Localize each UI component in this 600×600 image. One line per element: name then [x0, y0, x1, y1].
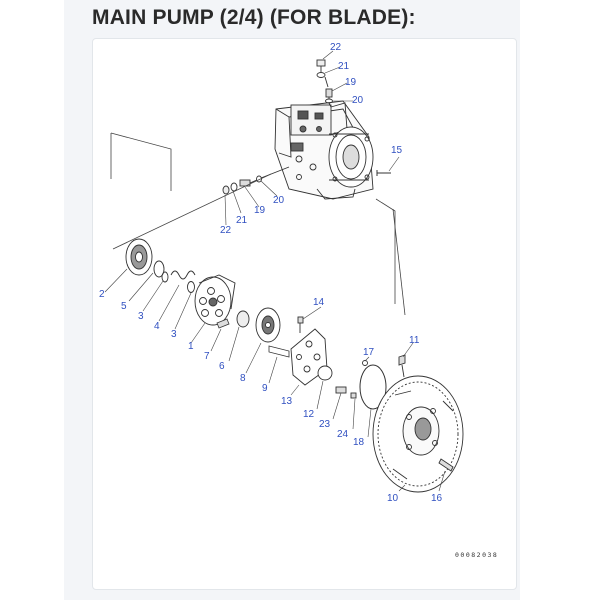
spring-assembly: [161, 270, 196, 293]
exploded-parts-diagram: 22 21 19 20 15 20 19 21 22 2 5 3 4 3 1 7…: [99, 42, 498, 559]
bushing: [236, 310, 250, 328]
callout-22-top: 22: [330, 42, 342, 53]
coupling-plate: [372, 375, 464, 493]
callout-24: 24: [337, 429, 349, 440]
pin-part: [376, 170, 391, 176]
callout-21-top: 21: [338, 61, 350, 72]
cover-bolt: [297, 316, 304, 333]
swash-ring: [125, 238, 153, 276]
callout-3-first: 3: [138, 311, 144, 322]
callout-13: 13: [281, 396, 293, 407]
large-o-ring: [359, 364, 387, 410]
callout-1: 1: [188, 341, 194, 352]
flange-bolt: [398, 354, 406, 378]
top-fitting-stack: [316, 59, 333, 108]
callout-3-second: 3: [171, 329, 177, 340]
drawing-code: 00082038: [455, 551, 498, 559]
callout-19-top: 19: [345, 77, 357, 88]
callout-5: 5: [121, 301, 127, 312]
pump-housing: [274, 100, 374, 200]
callout-18: 18: [353, 437, 365, 448]
leader-lines: [104, 50, 446, 492]
key-part: [216, 318, 230, 329]
callout-6: 6: [219, 361, 225, 372]
callout-7: 7: [204, 351, 210, 362]
valve-pin: [268, 345, 290, 358]
small-plug: [362, 360, 368, 366]
diagram-card: 22 21 19 20 15 20 19 21 22 2 5 3 4 3 1 7…: [92, 38, 517, 590]
page-title: MAIN PUMP (2/4) (FOR BLADE):: [92, 6, 416, 29]
callout-16: 16: [431, 493, 443, 504]
callout-23: 23: [319, 419, 331, 430]
sensor-part: [438, 458, 454, 472]
callout-22-left: 22: [220, 225, 232, 236]
plug-assembly: [335, 386, 357, 399]
valve-plate: [255, 307, 281, 343]
callout-2: 2: [99, 289, 105, 300]
callout-9: 9: [262, 383, 268, 394]
assembly-guide-lines: [110, 132, 406, 316]
callout-14: 14: [313, 297, 325, 308]
callout-19-left: 19: [254, 205, 266, 216]
callout-15: 15: [391, 145, 403, 156]
callout-4: 4: [154, 321, 160, 332]
callout-20-left: 20: [273, 195, 285, 206]
callout-8: 8: [240, 373, 246, 384]
check-ball: [317, 365, 333, 381]
callout-20-top: 20: [352, 95, 364, 106]
cylinder-block: [194, 274, 236, 326]
callout-11: 11: [409, 335, 420, 346]
snap-ring: [153, 260, 165, 278]
callout-17: 17: [363, 347, 375, 358]
callout-21-left: 21: [236, 215, 248, 226]
callout-12: 12: [303, 409, 315, 420]
left-fitting-stack: [222, 166, 290, 195]
callout-10: 10: [387, 493, 399, 504]
callout-labels: 22 21 19 20 15 20 19 21 22 2 5 3 4 3 1 7…: [99, 42, 443, 504]
